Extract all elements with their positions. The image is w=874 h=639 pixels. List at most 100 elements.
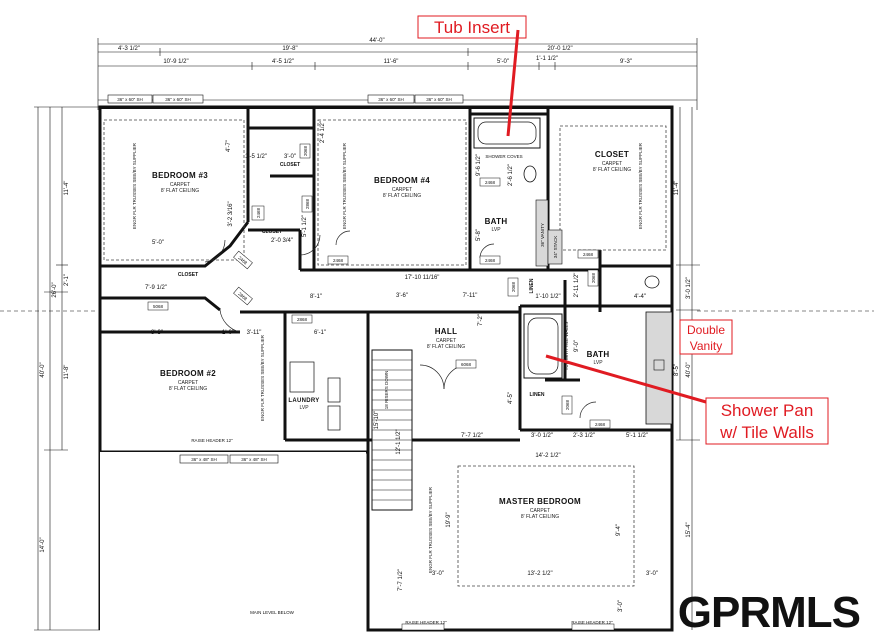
room-bath-upper-name: BATH (485, 217, 508, 226)
dim-left-c: 2'-1" (64, 274, 70, 286)
dim-interior: 2'-6 1/2" (508, 164, 514, 186)
room-linen-b: LINEN (530, 392, 545, 398)
dim-top-left-a: 4'-3 1/2" (118, 46, 140, 52)
dim-interior: 8'-3" (151, 330, 163, 336)
dryer-icon (327, 405, 341, 431)
door-tag: 5068 (153, 304, 164, 309)
callout-shower-pan-1: Shower Pan (721, 401, 814, 420)
sink-icon (653, 359, 665, 371)
dim-interior: 1'-10 1/2" (535, 294, 560, 300)
header-note: RAISE HEADER 12" (405, 620, 447, 625)
callout-shower-pan-box (705, 397, 829, 445)
dim-interior: 1'-0" (222, 330, 234, 336)
room-closet-b: CLOSET (262, 229, 282, 235)
stair-treads (372, 359, 412, 501)
dim-interior: 4'-5" (508, 392, 514, 404)
dim-interior: 7'-7 1/2" (461, 433, 483, 439)
dim-top-b2: 4'-5 1/2" (272, 59, 294, 65)
dim-interior: 3'-0" (646, 571, 658, 577)
room-bedroom3-name: BEDROOM #3 (152, 171, 208, 180)
room-bath-lower-name: BATH (587, 350, 610, 359)
dim-top-b6: 9'-3" (620, 59, 632, 65)
callout-arrow (545, 354, 707, 404)
callout-shower-pan-2: w/ Tile Walls (719, 423, 814, 442)
callout-arrow (506, 29, 520, 137)
dim-interior: 3'-0" (284, 154, 296, 160)
callouts: Tub Insert Double Vanity Shower Pan w/ T… (417, 15, 829, 445)
right-dimensions: 11'-4" 3'-0 1/2" 8'-5" 40'-0" 15'-4" (674, 107, 874, 630)
dim-top-right-a: 20'-0 1/2" (547, 46, 572, 52)
dim-interior: 5'-0" (152, 240, 164, 246)
room-bedroom4-name: BEDROOM #4 (374, 176, 430, 185)
dim-left-a: 11'-4" (64, 181, 70, 196)
dim-interior: 5'-1 1/2" (302, 215, 308, 237)
door-tag: 2068 (591, 272, 596, 283)
toilet-icon (523, 165, 537, 183)
door-tag: 2068 (511, 281, 516, 292)
dim-interior: 3'-2 3/16" (228, 201, 234, 226)
dim-interior: 2'-3 1/2" (573, 433, 595, 439)
dim-interior: 7'-7 1/2" (398, 569, 404, 591)
interior-walls (100, 107, 672, 511)
stack-block (547, 229, 563, 265)
dim-top-b3: 11'-6" (384, 59, 399, 65)
dim-interior: 6'-1" (314, 330, 326, 336)
callout-double-vanity-2: Vanity (690, 339, 722, 353)
door-tag: 2468 (237, 255, 248, 266)
main-level-note: MAIN LEVEL BELOW (250, 610, 295, 615)
room-hall-floor: CARPET (436, 338, 456, 344)
header-note: RAISE HEADER 12" (191, 438, 233, 443)
dim-interior: 3'-0" (432, 571, 444, 577)
door-tag: 2468 (583, 252, 594, 257)
room-closet-c: CLOSET (178, 272, 198, 278)
room-closet-name: CLOSET (595, 150, 629, 159)
room-bath-lower-floor: LVP (593, 360, 603, 366)
dim-right-total: 40'-0" (686, 362, 692, 377)
room-bedroom3-ceiling: 8' FLAT CEILING (161, 188, 199, 194)
dim-left-e: 14'-0" (40, 537, 46, 552)
stair-note: 18 RISERS DOWN (384, 371, 389, 410)
window-label: 36" x 60" SH (117, 97, 142, 102)
dim-interior: 4'-4" (634, 294, 646, 300)
dim-interior: 17'-10 11/16" (405, 275, 440, 281)
main-level-area (100, 452, 366, 630)
dim-interior: 7'-2" (478, 314, 484, 326)
room-closet-ceiling: 8' FLAT CEILING (593, 167, 631, 173)
room-hall-name: HALL (435, 327, 458, 336)
dim-interior: 3'-11" (247, 330, 262, 336)
door-tag: 2068 (565, 399, 570, 410)
room-closet-a: CLOSET (280, 162, 300, 168)
door-tag: 2068 (303, 145, 308, 156)
room-bedroom2-floor: CARPET (178, 380, 198, 386)
dim-left-total: 40'-0" (40, 362, 46, 377)
door-tag: 2468 (256, 207, 261, 218)
callout-tub-insert-box (417, 15, 527, 39)
tub-note: TUB WITH TILE WALLS (564, 322, 569, 371)
stack-note: 34" STACK (553, 236, 558, 259)
dim-interior: 8'-1" (310, 294, 322, 300)
dim-interior: 2'-4 1/2" (320, 121, 326, 143)
trusses-note: ENGR FLR TRUSSES SEE/BY SUPPLIER (638, 142, 643, 229)
dim-interior: 19'-9" (446, 512, 452, 527)
door-tag: 2468 (485, 258, 496, 263)
dim-left-d: 11'-8" (64, 365, 70, 380)
room-linen-a: LINEN (529, 278, 535, 293)
callout-double-vanity-1: Double (687, 323, 725, 337)
trusses-note: ENGR FLR TRUSSES SEE/BY SUPPLIER (428, 486, 433, 573)
room-laundry-floor: LVP (299, 405, 309, 411)
dim-interior: 12'-1 1/2" (396, 429, 402, 454)
dim-top-b4: 5'-0" (497, 59, 509, 65)
dim-right-b: 3'-0 1/2" (686, 277, 692, 299)
dim-left-b: 26'-0" (52, 282, 58, 297)
dim-interior: 7'-11" (463, 293, 478, 299)
room-laundry-name: LAUNDRY (288, 398, 319, 404)
callout-double-vanity-box (679, 319, 733, 355)
room-bedroom4-floor: CARPET (392, 187, 412, 193)
dim-interior: 9'-0" (574, 340, 580, 352)
window-label: 36" x 48" SH (241, 457, 266, 462)
room-bedroom2-ceiling: 8' FLAT CEILING (169, 386, 207, 392)
dim-right-d: 15'-4" (686, 522, 692, 537)
header-note: RAISE HEADER 12" (571, 620, 613, 625)
door-tag: 2468 (595, 422, 606, 427)
